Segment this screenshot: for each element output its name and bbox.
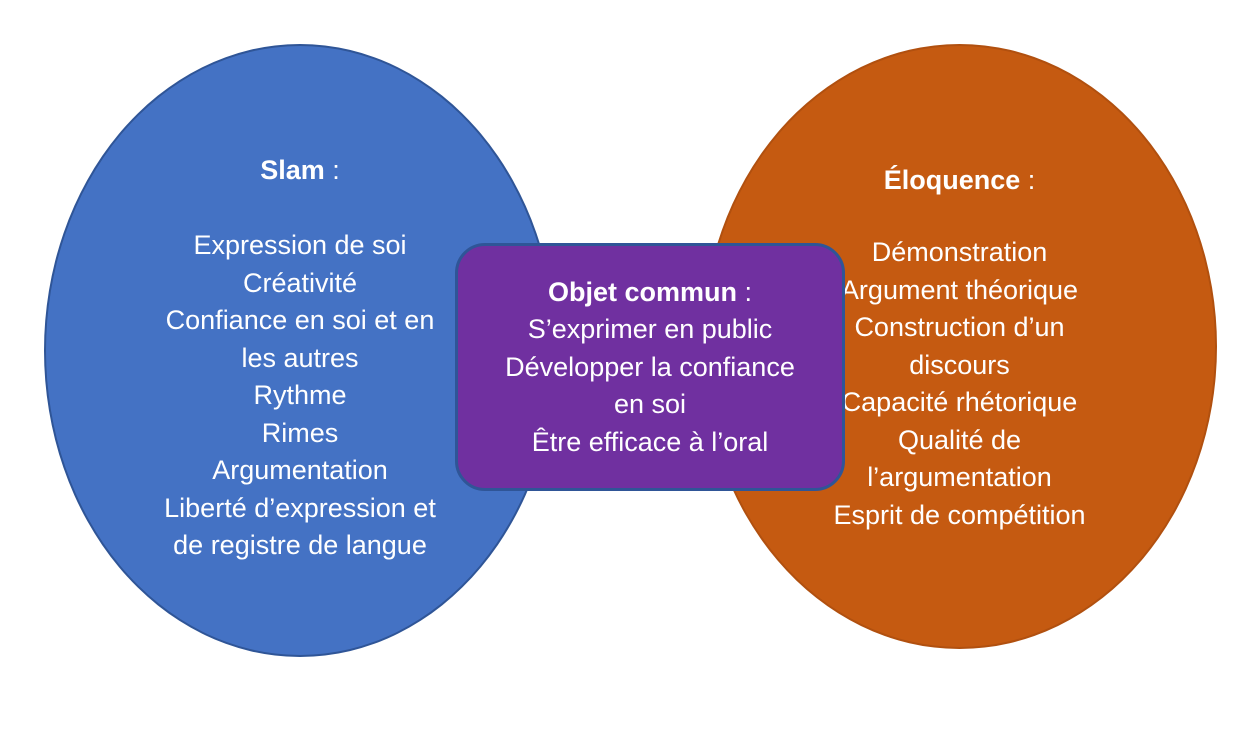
slam-item: Liberté d’expression et xyxy=(164,492,436,523)
slam-item: Argumentation xyxy=(212,455,388,485)
eloquence-title-colon: : xyxy=(1020,165,1036,195)
slam-item: de registre de langue xyxy=(173,530,427,560)
objet-commun-item: S’exprimer en public xyxy=(527,314,773,344)
eloquence-item: l’argumentation xyxy=(867,462,1052,492)
slam-title-text: Slam xyxy=(260,155,325,185)
eloquence-item: Capacité rhétorique xyxy=(841,387,1078,417)
objet-commun-title-text: Objet commun xyxy=(547,277,737,307)
objet-commun-item: Développer la confiance xyxy=(505,351,795,382)
eloquence-item: discours xyxy=(909,349,1010,380)
objet-commun-box[interactable]: Objet commun : S’exprimer en public Déve… xyxy=(455,243,845,491)
objet-commun-item: en soi xyxy=(613,389,687,419)
eloquence-item: Démonstration xyxy=(871,237,1048,267)
objet-commun-title-colon: : xyxy=(737,277,753,307)
slam-title: Slam : xyxy=(260,151,340,189)
eloquence-item: Qualité de xyxy=(897,424,1022,455)
slam-item: Confiance en soi et en xyxy=(165,305,435,335)
slam-item: Créativité xyxy=(242,267,358,298)
slam-item: Rythme xyxy=(253,380,347,410)
slam-item: Rimes xyxy=(261,417,339,448)
slam-item-list: Expression de soi Créativité Confiance e… xyxy=(46,227,554,565)
objet-commun-item-list: S’exprimer en public Développer la confi… xyxy=(458,311,842,461)
eloquence-title-text: Éloquence xyxy=(883,165,1021,195)
eloquence-title: Éloquence : xyxy=(884,161,1036,199)
objet-commun-item: Être efficace à l’oral xyxy=(531,426,769,457)
slam-title-colon: : xyxy=(324,155,340,185)
eloquence-item: Esprit de compétition xyxy=(833,499,1086,530)
slam-item: les autres xyxy=(241,342,359,373)
eloquence-item-list: Démonstration Argument théorique Constru… xyxy=(704,234,1215,534)
slam-item: Expression de soi xyxy=(193,230,407,260)
objet-commun-title: Objet commun : xyxy=(548,273,752,311)
eloquence-item: Argument théorique xyxy=(840,274,1079,305)
eloquence-item: Construction d’un xyxy=(854,312,1065,342)
